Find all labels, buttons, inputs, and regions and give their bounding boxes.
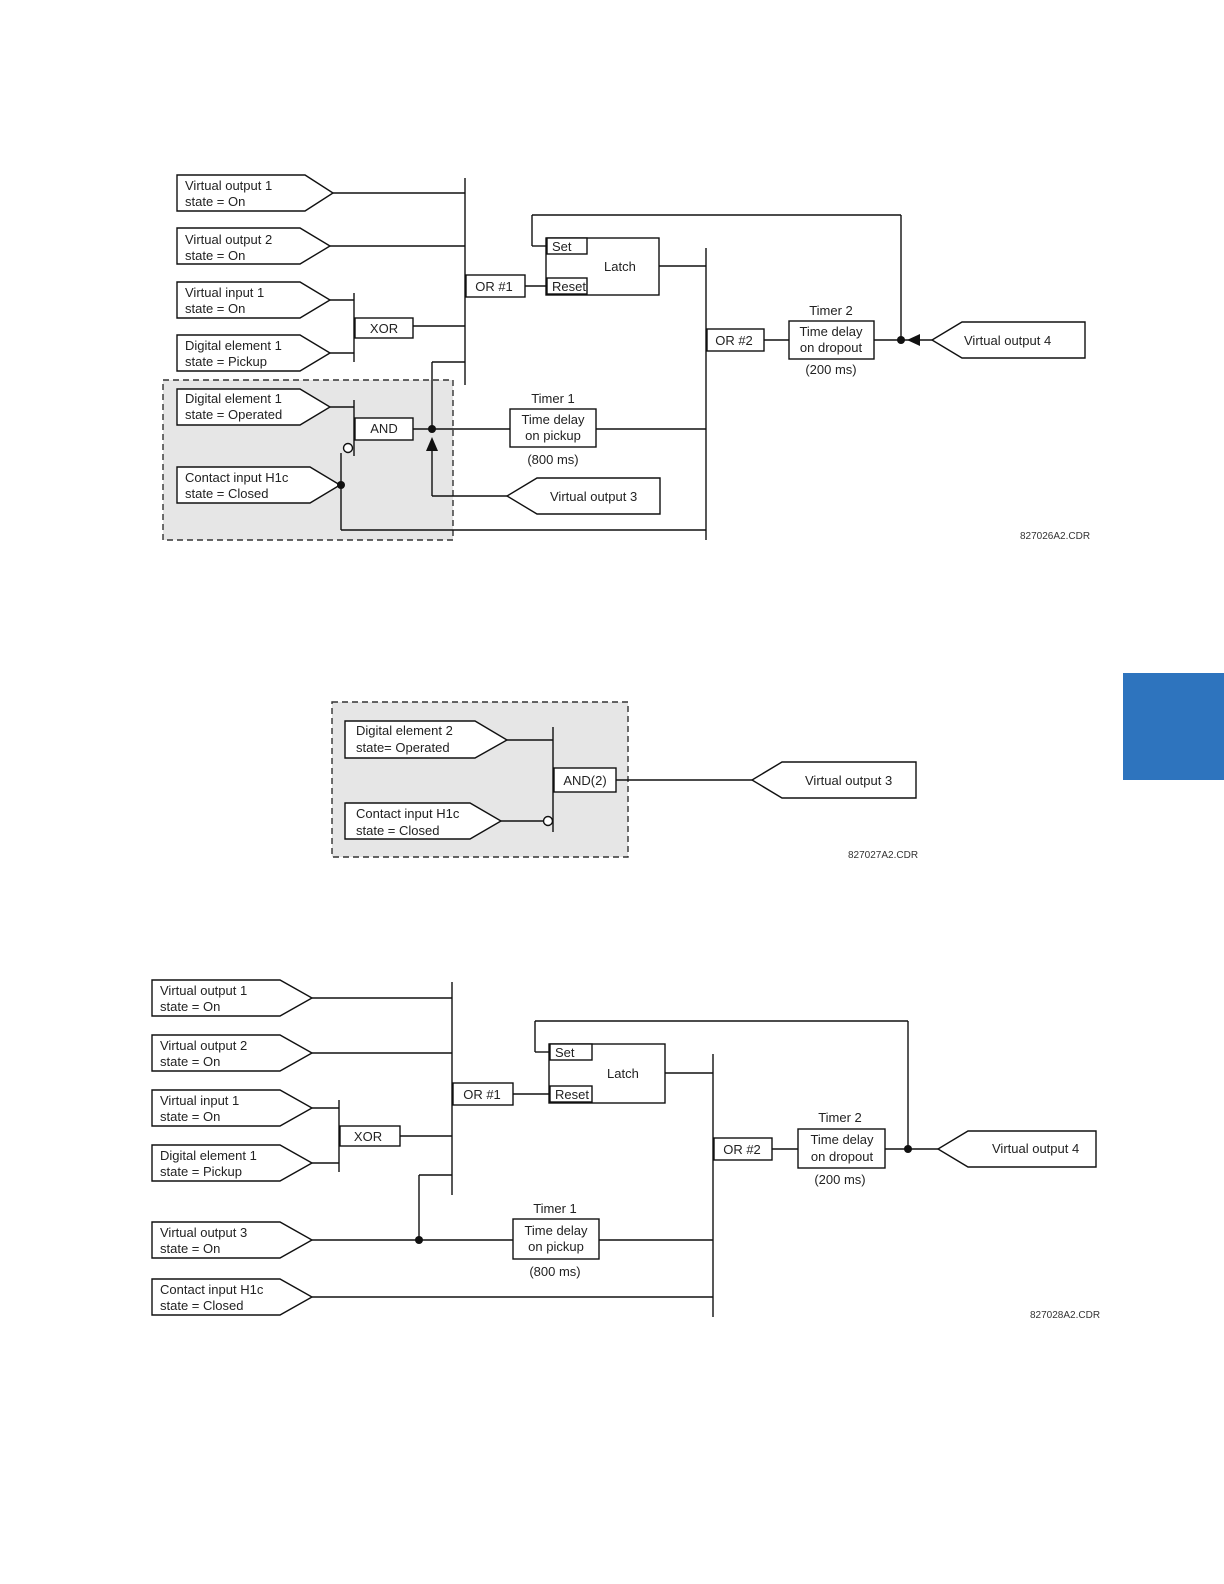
svg-text:on pickup: on pickup (528, 1239, 584, 1254)
svg-text:state= Operated: state= Operated (356, 740, 450, 755)
d2-and-label: AND(2) (563, 773, 606, 788)
diagram-1: Virtual output 1 state = On Virtual outp… (162, 174, 1090, 542)
section-side-tab (1123, 673, 1224, 780)
d1-or1-label: OR #1 (475, 279, 513, 294)
svg-text:Time delay: Time delay (524, 1223, 588, 1238)
svg-text:state = Pickup: state = Pickup (185, 354, 267, 369)
d3-input-virtual-input-1: Virtual input 1 state = On (151, 1089, 314, 1127)
diagram-2: Digital element 2 state= Operated Contac… (331, 701, 918, 861)
d3-timer1 (512, 1218, 600, 1260)
d3-input-virtual-output-2: Virtual output 2 state = On (151, 1034, 314, 1072)
svg-text:Virtual output 3: Virtual output 3 (805, 773, 892, 788)
d2-output-virtual-output-3: Virtual output 3 (750, 761, 917, 799)
svg-text:Digital element 2: Digital element 2 (356, 723, 453, 738)
svg-text:Digital element 1: Digital element 1 (185, 391, 282, 406)
d2-input-digital-element-2: Digital element 2 state= Operated (344, 720, 509, 759)
svg-text:Contact input H1c: Contact input H1c (356, 806, 460, 821)
svg-text:state = On: state = On (160, 999, 220, 1014)
d1-and-label: AND (370, 421, 397, 436)
diagram-3: Virtual output 1 state = On Virtual outp… (151, 979, 1100, 1321)
svg-text:Time delay: Time delay (521, 412, 585, 427)
svg-text:state = On: state = On (160, 1109, 220, 1124)
d3-reference-code: 827028A2.CDR (1030, 1310, 1100, 1321)
svg-text:(800 ms): (800 ms) (529, 1264, 580, 1279)
svg-text:state = On: state = On (160, 1054, 220, 1069)
d1-xor-label: XOR (370, 321, 398, 336)
svg-text:state = Operated: state = Operated (185, 407, 282, 422)
svg-text:Latch: Latch (607, 1066, 639, 1081)
svg-text:Time delay: Time delay (810, 1132, 874, 1147)
d1-timer2-title: Timer 2 (809, 303, 853, 318)
svg-text:Digital element 1: Digital element 1 (160, 1148, 257, 1163)
svg-text:Reset: Reset (552, 279, 586, 294)
svg-text:Virtual output 4: Virtual output 4 (992, 1141, 1079, 1156)
d3-output-virtual-output-4: Virtual output 4 (936, 1130, 1097, 1168)
d1-output-virtual-output-4: Virtual output 4 (930, 321, 1086, 359)
svg-text:Set: Set (552, 239, 572, 254)
svg-text:Contact input H1c: Contact input H1c (160, 1282, 264, 1297)
d1-input-contact-input: Contact input H1c state = Closed (176, 466, 342, 504)
d1-timer1-title: Timer 1 (531, 391, 575, 406)
svg-text:Virtual input 1: Virtual input 1 (185, 285, 264, 300)
d3-input-digital-element-pickup: Digital element 1 state = Pickup (151, 1144, 314, 1182)
svg-text:state = On: state = On (185, 194, 245, 209)
svg-text:Virtual output 2: Virtual output 2 (185, 232, 272, 247)
svg-text:Virtual output 3: Virtual output 3 (550, 489, 637, 504)
svg-text:Reset: Reset (555, 1087, 589, 1102)
d1-or2-label: OR #2 (715, 333, 753, 348)
svg-text:(200 ms): (200 ms) (814, 1172, 865, 1187)
d3-latch-reset (549, 1085, 593, 1103)
svg-text:state = On: state = On (160, 1241, 220, 1256)
svg-text:state = Pickup: state = Pickup (160, 1164, 242, 1179)
svg-text:Virtual output 3: Virtual output 3 (160, 1225, 247, 1240)
d2-reference-code: 827027A2.CDR (848, 850, 918, 861)
svg-text:Time delay: Time delay (799, 324, 863, 339)
svg-text:Digital element 1: Digital element 1 (185, 338, 282, 353)
svg-text:Virtual output 2: Virtual output 2 (160, 1038, 247, 1053)
d3-input-virtual-output-1: Virtual output 1 state = On (151, 979, 314, 1017)
svg-text:Virtual output 4: Virtual output 4 (964, 333, 1051, 348)
svg-text:on dropout: on dropout (811, 1149, 874, 1164)
svg-text:Latch: Latch (604, 259, 636, 274)
d1-xor-gate (354, 317, 414, 339)
d2-and-gate (553, 767, 617, 793)
d1-input-digital-element-operated: Digital element 1 state = Operated (176, 388, 332, 426)
d1-input-virtual-output-1: Virtual output 1 state = On (176, 174, 335, 212)
svg-text:Virtual output 1: Virtual output 1 (185, 178, 272, 193)
d3-input-contact-input: Contact input H1c state = Closed (151, 1278, 314, 1316)
d1-latch-reset (546, 277, 588, 295)
svg-text:state = Closed: state = Closed (356, 823, 439, 838)
d1-timer2 (788, 320, 875, 360)
d1-and-inverter (342, 442, 354, 454)
svg-text:Virtual output 1: Virtual output 1 (160, 983, 247, 998)
svg-text:(200 ms): (200 ms) (805, 362, 856, 377)
d1-input-virtual-output-2: Virtual output 2 state = On (176, 227, 332, 265)
svg-text:state = On: state = On (185, 248, 245, 263)
svg-text:Set: Set (555, 1045, 575, 1060)
d3-or2-label: OR #2 (723, 1142, 761, 1157)
svg-text:(800 ms): (800 ms) (527, 452, 578, 467)
svg-text:Contact input H1c: Contact input H1c (185, 470, 289, 485)
svg-text:state = On: state = On (185, 301, 245, 316)
d1-input-virtual-input-1: Virtual input 1 state = On (176, 281, 332, 319)
svg-text:on pickup: on pickup (525, 428, 581, 443)
svg-text:on dropout: on dropout (800, 340, 863, 355)
svg-text:Virtual input 1: Virtual input 1 (160, 1093, 239, 1108)
d1-output-virtual-output-3: Virtual output 3 (505, 477, 661, 515)
d3-xor-label: XOR (354, 1129, 382, 1144)
svg-text:state = Closed: state = Closed (160, 1298, 243, 1313)
d3-timer1-title: Timer 1 (533, 1201, 577, 1216)
d3-timer2-title: Timer 2 (818, 1110, 862, 1125)
d1-timer1 (509, 408, 597, 448)
d1-input-digital-element-pickup: Digital element 1 state = Pickup (176, 334, 332, 372)
d1-reference-code: 827026A2.CDR (1020, 531, 1090, 542)
d3-input-virtual-output-3: Virtual output 3 state = On (151, 1221, 314, 1259)
d3-timer2 (797, 1128, 886, 1169)
svg-text:state = Closed: state = Closed (185, 486, 268, 501)
d3-or1-label: OR #1 (463, 1087, 501, 1102)
d2-and-inverter (542, 815, 554, 827)
d2-input-contact-input: Contact input H1c state = Closed (344, 802, 503, 840)
